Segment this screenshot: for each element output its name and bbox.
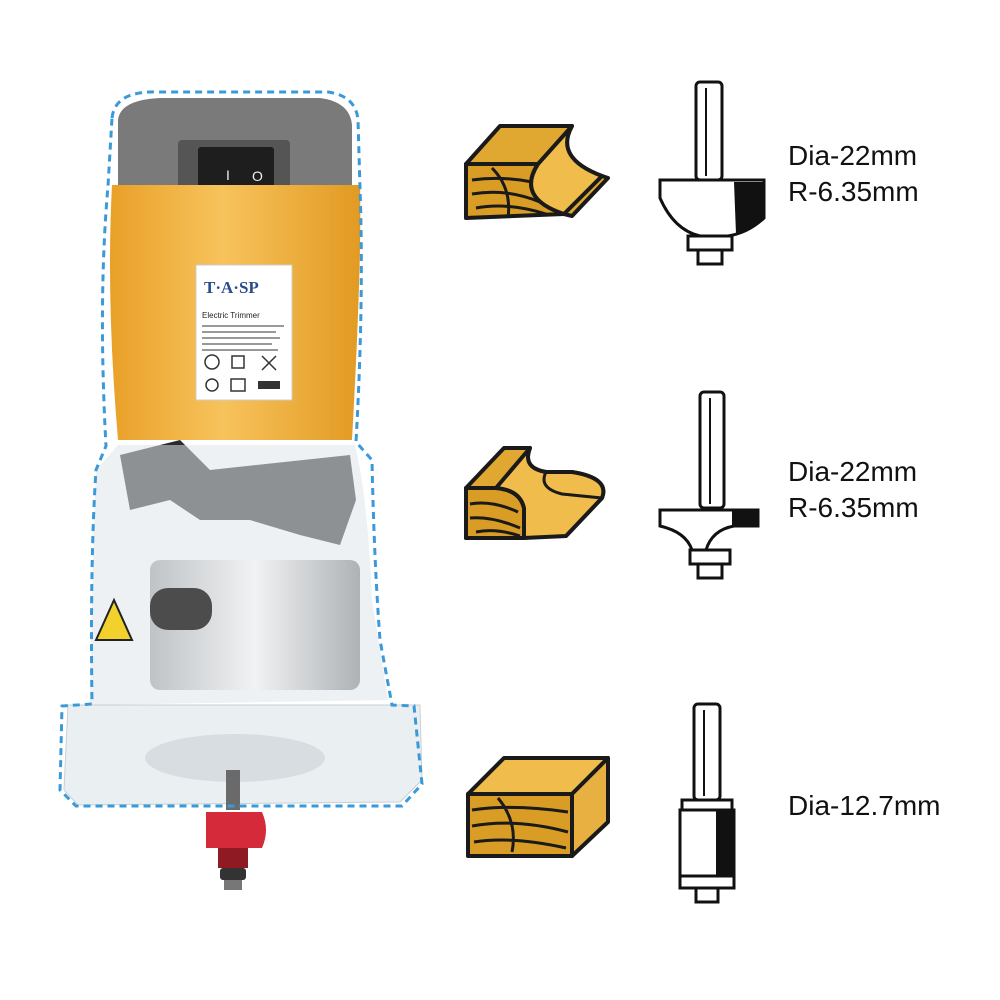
spec-round-over: Dia-22mm R-6.35mm xyxy=(788,454,919,526)
collar-window xyxy=(150,588,212,630)
svg-text:I: I xyxy=(226,167,230,183)
round-over-bit-diagram xyxy=(658,390,760,580)
red-router-bit xyxy=(206,812,266,848)
wood-profile-cove xyxy=(464,124,610,220)
wood-profile-flush-trim xyxy=(466,756,610,858)
spec-diameter: Dia-22mm xyxy=(788,140,918,171)
dashed-outline xyxy=(58,90,424,808)
spec-radius: R-6.35mm xyxy=(788,492,919,523)
power-switch xyxy=(198,147,274,191)
spec-flush-trim: Dia-12.7mm xyxy=(788,788,940,824)
wood-profile-round-over xyxy=(464,446,606,540)
warning-icon xyxy=(94,597,134,641)
svg-text:O: O xyxy=(252,168,263,184)
spec-radius: R-6.35mm xyxy=(788,176,919,207)
bit-shank xyxy=(226,770,240,810)
spec-cove: Dia-22mm R-6.35mm xyxy=(788,138,919,210)
brand-label: T·A·SP xyxy=(204,278,259,297)
cove-bit-diagram xyxy=(658,80,766,266)
rating-label: T·A·SP Electric Trimmer xyxy=(195,264,293,401)
spec-diameter: Dia-12.7mm xyxy=(788,790,941,821)
flush-trim-bit-diagram xyxy=(678,702,736,904)
spec-diameter: Dia-22mm xyxy=(788,456,918,487)
label-title: Electric Trimmer xyxy=(202,311,260,320)
electric-trimmer-illustration: I O T·A·SP Electric Trimmer xyxy=(58,90,424,890)
